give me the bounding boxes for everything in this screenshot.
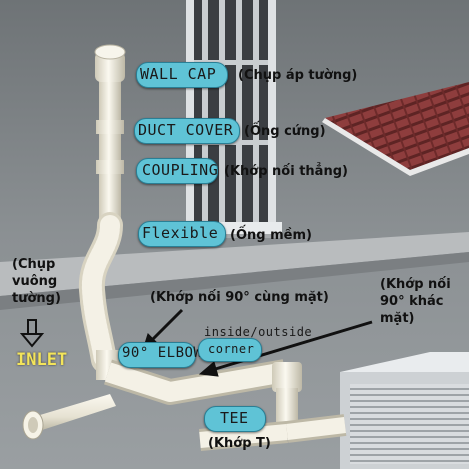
coupling-vi-label: (Khớp nối thẳng) [224,164,348,179]
elbow-other-side-label: (Khớp nối 90° khác mặt) [380,276,451,327]
inlet-vi-label: (Chụp vuông tường) [12,256,61,307]
inlet-vi-line-1: (Chụp [12,256,61,273]
inside-outside-label-1: inside/outside [204,325,312,339]
inside-outside-label-2: corner [208,342,254,356]
elbow-label: 90° ELBOW [122,345,202,361]
wall-cap-vi-label: (Chụp áp tường) [238,68,357,83]
flexible-vi-label: (Ống mềm) [230,228,312,243]
wall-cap-label: WALL CAP [140,65,216,83]
elbow-other-side-line-3: mặt) [380,310,451,327]
flexible-label: Flexible [142,224,218,242]
outdoor-unit [340,352,469,469]
duct-cover-vi-label: (Ống cứng) [244,124,326,139]
duct-cover-label: DUCT COVER [138,121,233,139]
inlet-vi-line-2: vuông [12,273,61,290]
tee-label: TEE [220,409,249,427]
inlet-label: INLET [16,350,67,370]
duct-vertical [95,45,125,230]
inlet-vi-line-3: tường) [12,290,61,307]
elbow-other-side-line-2: 90° khác [380,293,451,310]
tee-vi-label: (Khớp T) [208,436,271,451]
elbow-other-side-line-1: (Khớp nối [380,276,451,293]
coupling-label: COUPLING [142,161,218,179]
elbow-same-side-label: (Khớp nối 90° cùng mặt) [150,290,329,305]
